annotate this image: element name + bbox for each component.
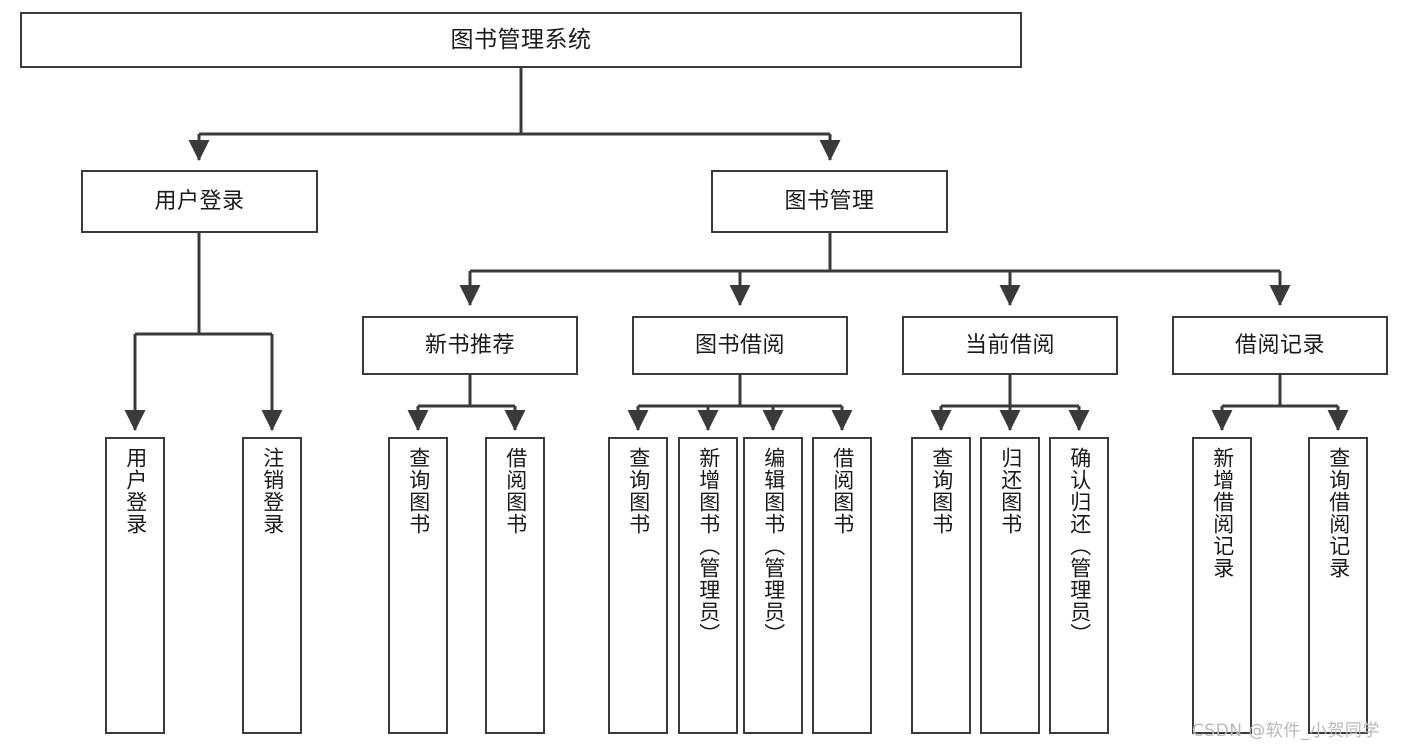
- node-leaf-query-book-2-label: 查询图书: [626, 447, 651, 535]
- node-leaf-query-book-3-label: 查询图书: [929, 447, 954, 535]
- node-leaf-add-book-label: 新增图书（管理员）: [696, 447, 721, 645]
- node-leaf-borrow-book-1[interactable]: 借阅图书: [485, 437, 545, 734]
- node-leaf-query-book-2[interactable]: 查询图书: [608, 437, 668, 734]
- node-new-book-recommend[interactable]: 新书推荐: [362, 316, 578, 375]
- csdn-watermark: CSDN @软件_小贺同学: [1192, 721, 1380, 741]
- node-leaf-borrow-book-2-label: 借阅图书: [830, 447, 855, 535]
- node-leaf-query-record-label: 查询借阅记录: [1326, 447, 1351, 579]
- node-leaf-borrow-book-2[interactable]: 借阅图书: [812, 437, 872, 734]
- node-book-borrow-label: 图书借阅: [694, 332, 785, 358]
- node-leaf-borrow-book-1-label: 借阅图书: [503, 447, 528, 535]
- node-leaf-add-record-label: 新增借阅记录: [1210, 447, 1235, 579]
- node-leaf-add-book[interactable]: 新增图书（管理员）: [678, 437, 738, 734]
- node-book-manage[interactable]: 图书管理: [711, 170, 948, 233]
- node-leaf-query-book-1-label: 查询图书: [406, 447, 431, 535]
- node-leaf-confirm-return-label: 确认归还（管理员）: [1067, 447, 1092, 645]
- node-borrow-record[interactable]: 借阅记录: [1172, 316, 1388, 375]
- node-leaf-return-book[interactable]: 归还图书: [980, 437, 1040, 734]
- node-user-login-label: 用户登录: [154, 188, 245, 214]
- node-leaf-logout-label: 注销登录: [260, 447, 285, 535]
- node-root-label: 图书管理系统: [450, 26, 592, 53]
- node-borrow-record-label: 借阅记录: [1234, 332, 1325, 358]
- node-new-book-recommend-label: 新书推荐: [424, 332, 515, 358]
- node-leaf-edit-book[interactable]: 编辑图书（管理员）: [743, 437, 803, 734]
- node-book-manage-label: 图书管理: [784, 188, 875, 214]
- node-leaf-add-record[interactable]: 新增借阅记录: [1192, 437, 1252, 734]
- node-leaf-edit-book-label: 编辑图书（管理员）: [761, 447, 786, 645]
- node-current-borrow-label: 当前借阅: [964, 332, 1055, 358]
- node-book-borrow[interactable]: 图书借阅: [632, 316, 848, 375]
- node-user-login[interactable]: 用户登录: [81, 170, 318, 233]
- node-leaf-logout[interactable]: 注销登录: [242, 437, 302, 734]
- node-leaf-user-login-label: 用户登录: [123, 447, 148, 535]
- node-leaf-confirm-return[interactable]: 确认归还（管理员）: [1049, 437, 1109, 734]
- node-leaf-return-book-label: 归还图书: [998, 447, 1023, 535]
- node-leaf-query-book-3[interactable]: 查询图书: [911, 437, 971, 734]
- node-leaf-query-book-1[interactable]: 查询图书: [388, 437, 448, 734]
- node-leaf-query-record[interactable]: 查询借阅记录: [1308, 437, 1368, 734]
- node-current-borrow[interactable]: 当前借阅: [902, 316, 1118, 375]
- node-leaf-user-login[interactable]: 用户登录: [105, 437, 165, 734]
- node-root[interactable]: 图书管理系统: [20, 12, 1022, 68]
